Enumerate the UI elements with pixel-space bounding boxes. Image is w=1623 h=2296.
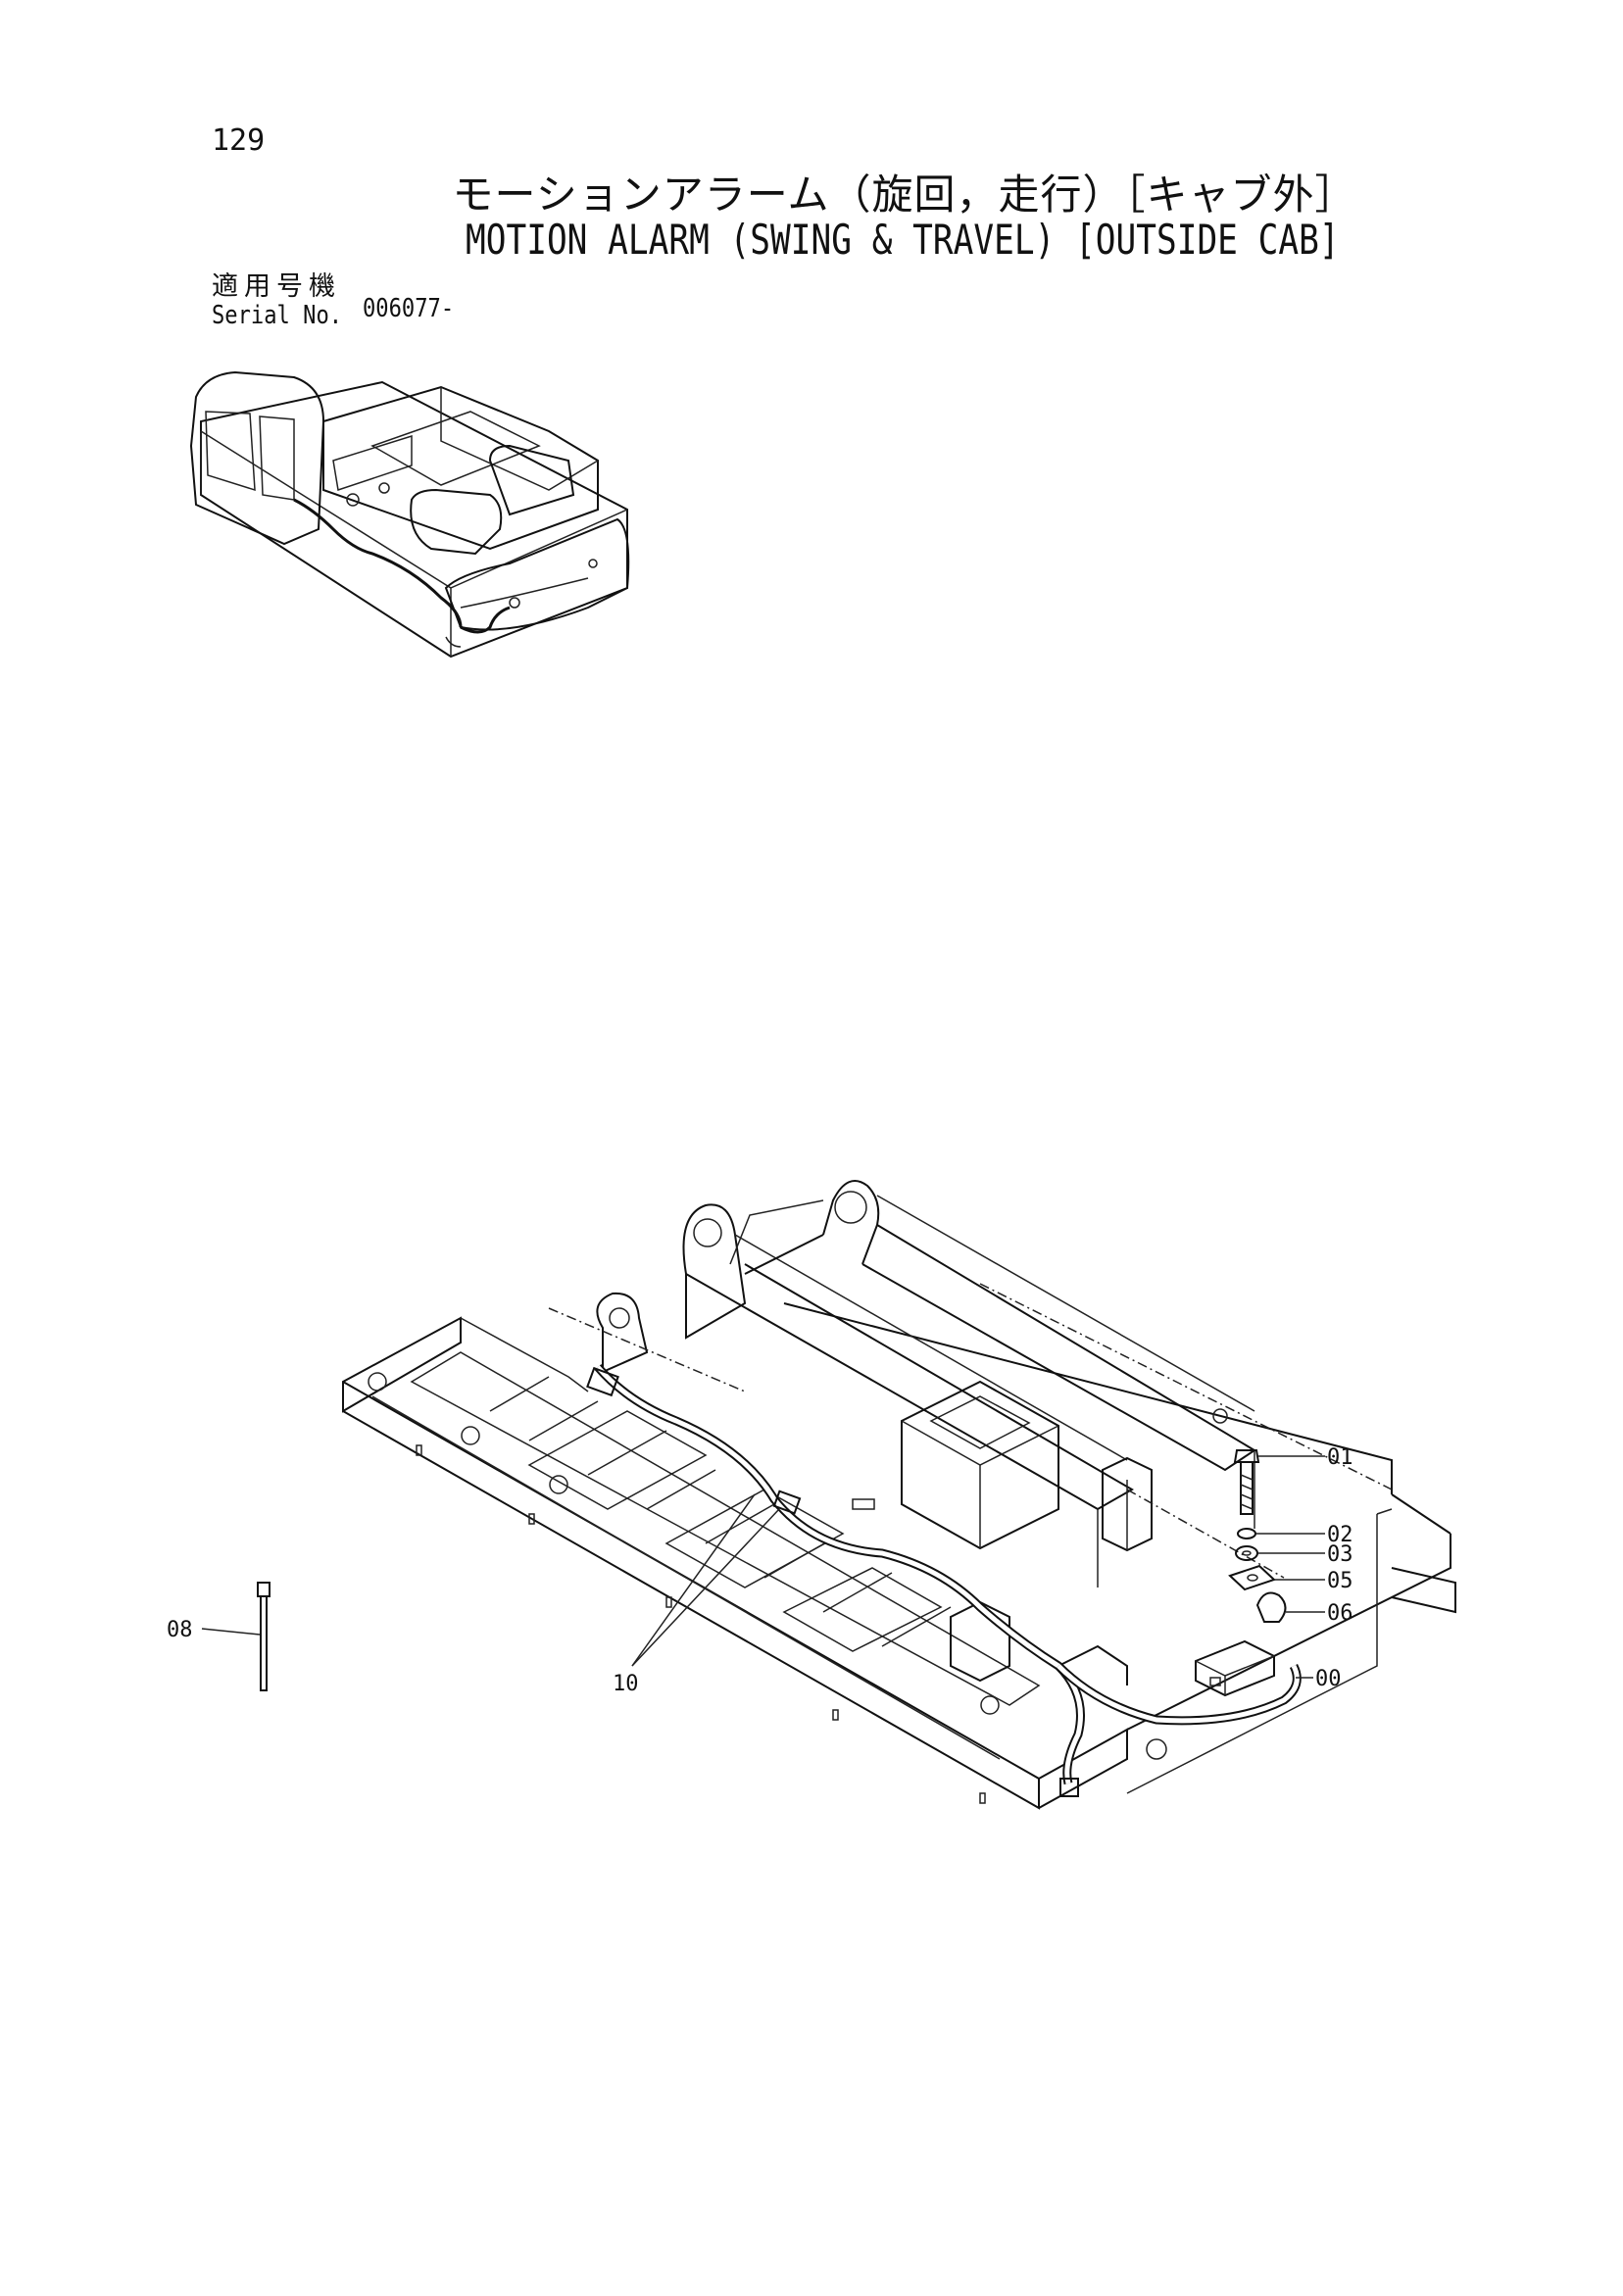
callout-01: 01 bbox=[1258, 1445, 1353, 1470]
spring-washer-part bbox=[1237, 1528, 1256, 1539]
bracket-part bbox=[1228, 1564, 1276, 1591]
page-title-jp: モーションアラーム（旋回，走行）［キャブ外］ bbox=[452, 171, 1357, 219]
callout-02: 02 bbox=[1256, 1523, 1353, 1547]
callout-label: 03 bbox=[1327, 1542, 1353, 1567]
callout-08: 08 bbox=[167, 1618, 261, 1642]
machine-overview-illustration bbox=[189, 370, 630, 659]
callout-06: 06 bbox=[1286, 1601, 1353, 1626]
callout-label: 05 bbox=[1327, 1569, 1353, 1593]
callout-label: 08 bbox=[167, 1618, 193, 1642]
callout-10: 10 bbox=[613, 1493, 780, 1696]
page-number: 129 bbox=[212, 123, 266, 158]
washer-part bbox=[1235, 1545, 1258, 1561]
cable-tie-part bbox=[257, 1582, 270, 1691]
callout-03: 03 bbox=[1258, 1542, 1353, 1567]
page-title-en: MOTION ALARM (SWING & TRAVEL) [OUTSIDE C… bbox=[466, 216, 1340, 264]
bolt-part bbox=[1233, 1449, 1260, 1515]
alarm-part bbox=[1255, 1591, 1287, 1623]
callout-label: 06 bbox=[1327, 1601, 1353, 1626]
upper-frame-illustration bbox=[342, 1180, 1456, 1810]
callout-00: 00 bbox=[1296, 1667, 1342, 1691]
callout-label: 10 bbox=[613, 1672, 639, 1696]
motion-alarm-unit bbox=[1195, 1639, 1275, 1697]
callout-label: 02 bbox=[1327, 1523, 1353, 1547]
serial-label-jp: 適用号機 bbox=[212, 271, 341, 302]
callout-label: 00 bbox=[1315, 1667, 1342, 1691]
callout-05: 05 bbox=[1274, 1569, 1353, 1593]
serial-label-en: Serial No. bbox=[212, 301, 343, 330]
serial-value: 006077- bbox=[363, 294, 455, 323]
callout-label: 01 bbox=[1327, 1445, 1353, 1470]
